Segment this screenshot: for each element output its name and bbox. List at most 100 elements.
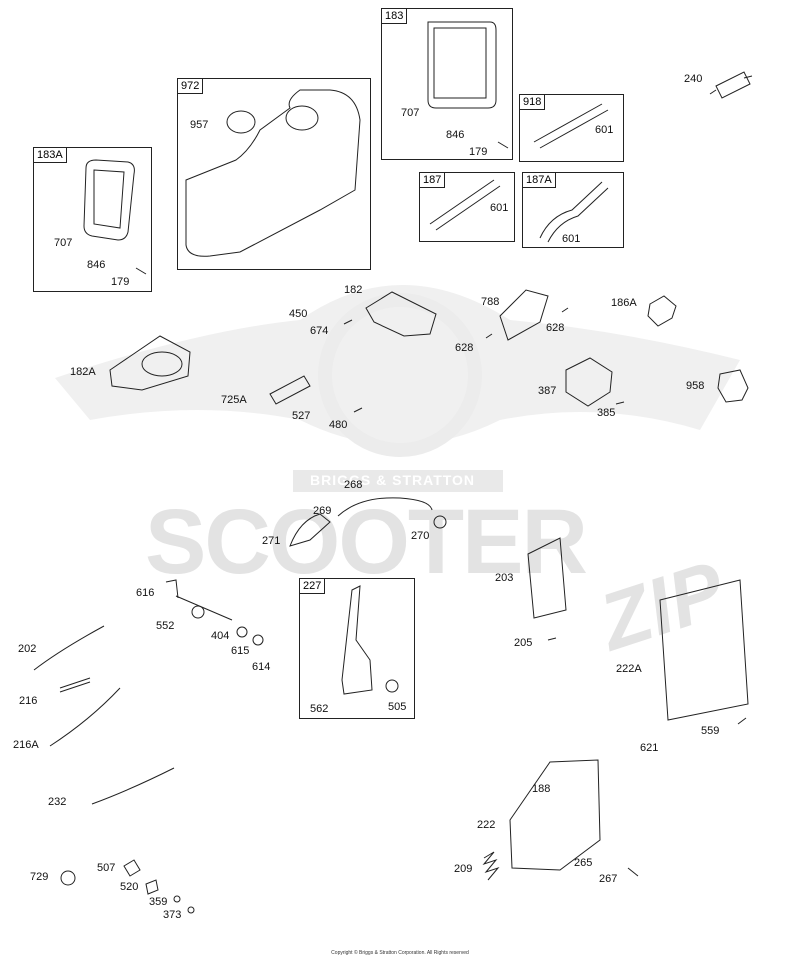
choke-cable xyxy=(337,497,433,517)
part-label: 270 xyxy=(411,530,430,542)
part-label: 404 xyxy=(211,630,230,642)
part-label: 182 xyxy=(344,284,363,296)
part-label: 957 xyxy=(190,119,209,131)
shutoff-valve xyxy=(717,369,749,403)
part-label: 450 xyxy=(289,308,308,320)
part-label: 271 xyxy=(262,535,281,547)
washer-404 xyxy=(236,626,248,638)
part-label: 179 xyxy=(111,276,130,288)
fuel-line-918 xyxy=(533,103,609,149)
bracket-203 xyxy=(527,537,567,619)
part-label: 222 xyxy=(477,819,496,831)
part-label: 559 xyxy=(701,725,720,737)
group-label: 918 xyxy=(519,94,546,110)
link-216A xyxy=(49,687,121,747)
part-label: 552 xyxy=(156,620,175,632)
part-label: 216 xyxy=(19,695,38,707)
part-label: 615 xyxy=(231,645,250,657)
link-202 xyxy=(33,625,105,671)
group-box-187A: 187A xyxy=(522,172,624,248)
part-label: 958 xyxy=(686,380,705,392)
part-label: 209 xyxy=(454,863,473,875)
copyright-notice: Copyright © Briggs & Stratton Corporatio… xyxy=(331,950,469,956)
part-label: 265 xyxy=(574,857,593,869)
group-box-918: 918 xyxy=(519,94,624,162)
part-label: 203 xyxy=(495,572,514,584)
control-plate-222 xyxy=(509,759,601,871)
watermark-word: SCOOTER xyxy=(145,491,588,593)
part-label: 601 xyxy=(562,233,581,245)
group-label: 187A xyxy=(522,172,556,188)
part-label: 788 xyxy=(481,296,500,308)
governor-shaft xyxy=(165,579,233,621)
part-label: 628 xyxy=(546,322,565,334)
watermark-banner-text: BRIGGS & STRATTON xyxy=(310,472,476,488)
tank-bracket xyxy=(365,291,437,337)
tank-support-hole xyxy=(141,351,183,377)
group-label: 187 xyxy=(419,172,446,188)
part-729 xyxy=(60,870,76,886)
part-label: 601 xyxy=(595,124,614,136)
part-label: 507 xyxy=(97,862,116,874)
fuel-line-187 xyxy=(429,179,501,231)
part-label: 846 xyxy=(446,129,465,141)
part-label: 725A xyxy=(221,394,247,406)
fuel-tank-strap-a xyxy=(83,159,135,241)
part-label: 186A xyxy=(611,297,637,309)
control-plate-222A xyxy=(659,579,749,721)
control-lever-271 xyxy=(289,513,331,547)
spring-209 xyxy=(482,851,500,881)
group-box-972: 972 xyxy=(177,78,371,270)
part-520 xyxy=(145,879,159,895)
governor-lever xyxy=(341,585,373,695)
fuel-pump xyxy=(565,357,613,407)
part-label: 268 xyxy=(344,479,363,491)
part-label: 562 xyxy=(310,703,329,715)
part-label: 222A xyxy=(616,663,642,675)
part-label: 269 xyxy=(313,505,332,517)
part-label: 188 xyxy=(532,783,551,795)
part-label: 232 xyxy=(48,796,67,808)
nut-270 xyxy=(433,515,447,529)
group-box-187: 187 xyxy=(419,172,515,242)
tank-support xyxy=(109,335,191,391)
elbow-fitting xyxy=(647,295,677,327)
part-label: 616 xyxy=(136,587,155,599)
part-label: 614 xyxy=(252,661,271,673)
part-label: 359 xyxy=(149,896,168,908)
part-label: 846 xyxy=(87,259,106,271)
part-label: 674 xyxy=(310,325,329,337)
screws xyxy=(135,141,747,877)
watermark-circle xyxy=(318,293,482,457)
part-507 xyxy=(123,859,141,877)
washer-552 xyxy=(191,605,205,619)
group-box-227: 227 xyxy=(299,578,415,719)
group-label: 227 xyxy=(299,578,326,594)
part-label: 202 xyxy=(18,643,37,655)
part-label: 601 xyxy=(490,202,509,214)
part-label: 505 xyxy=(388,701,407,713)
watermark-banner-box xyxy=(293,470,503,492)
part-label: 373 xyxy=(163,909,182,921)
group-label: 183A xyxy=(33,147,67,163)
part-label: 707 xyxy=(54,237,73,249)
group-label: 183 xyxy=(381,8,408,24)
fuel-line-187A xyxy=(539,181,609,243)
part-label: 621 xyxy=(640,742,659,754)
link-216 xyxy=(59,677,91,693)
pump-bracket xyxy=(499,289,549,341)
part-label: 240 xyxy=(684,73,703,85)
cable-232 xyxy=(91,767,175,805)
part-label: 179 xyxy=(469,146,488,158)
part-label: 385 xyxy=(597,407,616,419)
hose-725A xyxy=(269,375,311,405)
part-label: 205 xyxy=(514,637,533,649)
fuel-cap xyxy=(226,110,256,134)
part-label: 182A xyxy=(70,366,96,378)
nut-505 xyxy=(385,679,399,693)
part-label: 267 xyxy=(599,873,618,885)
part-label: 216A xyxy=(13,739,39,751)
